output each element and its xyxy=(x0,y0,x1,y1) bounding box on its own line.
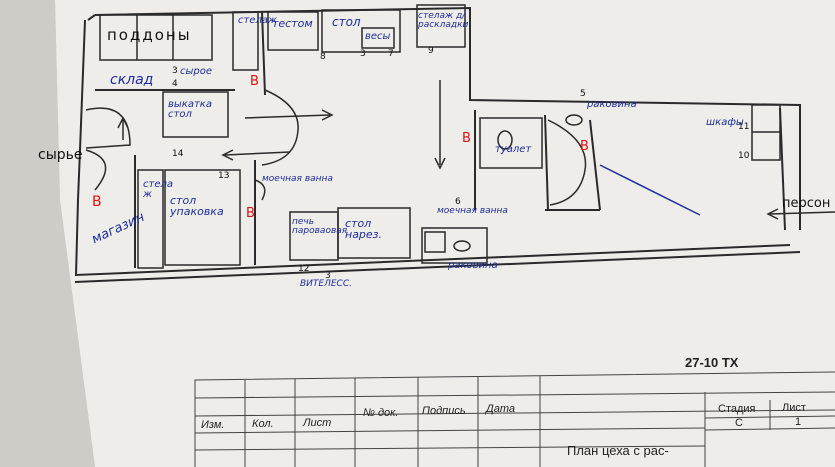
label-proofing: ВИТЕЛЕСС. xyxy=(300,279,352,289)
label-wash-bath-2: моечная ванна xyxy=(437,206,508,216)
header-sheet: Лист xyxy=(303,417,332,429)
num-8: 8 xyxy=(320,52,326,62)
label-raw-material-room: сырье xyxy=(38,147,83,163)
label-oven: печь пароваовая xyxy=(292,217,348,236)
doors xyxy=(85,89,587,206)
num-13: 13 xyxy=(218,171,230,181)
header-quantity: Кол. xyxy=(252,418,274,430)
plan-title: План цеха с рас- xyxy=(567,443,669,458)
label-rack-vertical: стела ж xyxy=(143,180,173,200)
sheet-value: 1 xyxy=(795,416,802,428)
label-rolling-table: выкатка стол xyxy=(168,99,212,120)
label-scales: весы xyxy=(365,31,391,42)
drawing-code: 27-10 ТХ xyxy=(685,355,739,370)
stage-value: С xyxy=(735,417,743,429)
label-raw-small: сырое xyxy=(180,66,213,77)
num-5-sink: 5 xyxy=(580,89,586,99)
label-cabinet: шкафы xyxy=(706,117,744,128)
label-table-scales: стол xyxy=(332,15,361,29)
label-rack-top: стелаж xyxy=(238,15,278,26)
num-7: 7 xyxy=(388,49,394,59)
label-packing-table: стол упаковка xyxy=(170,194,224,218)
mark-b-1: В xyxy=(250,74,259,89)
label-warehouse: склад xyxy=(110,72,154,88)
label-rack-packing: стелаж д/раскладки xyxy=(418,11,469,30)
header-date: Дата xyxy=(486,403,516,415)
mark-b-4: В xyxy=(92,194,102,210)
num-3-mid: 3 xyxy=(360,49,366,59)
label-personnel: персон xyxy=(782,196,831,211)
label-pallets: поддоны xyxy=(107,26,192,44)
mark-b-3: В xyxy=(580,139,589,154)
num-3-bottom: 3 xyxy=(325,271,331,281)
num-4: 4 xyxy=(172,79,178,89)
equipment-outlines xyxy=(99,4,781,269)
paper-shadow-left xyxy=(0,0,95,467)
sheet-label: Лист xyxy=(782,402,806,414)
label-cutting-table: стол нарез. xyxy=(345,217,383,241)
flow-arrows xyxy=(117,80,835,220)
num-3-top: 3 xyxy=(172,66,178,76)
label-wash-bath: моечная ванна xyxy=(262,174,333,184)
label-dough-machine: тестом xyxy=(272,17,313,30)
header-signature: Подпись xyxy=(422,405,466,417)
mark-b-5: В xyxy=(246,206,255,221)
mark-b-2: В xyxy=(462,131,471,146)
label-sink-top: раковина xyxy=(587,99,637,110)
label-sink-bottom: раковина xyxy=(448,260,498,271)
label-toilet: туалет xyxy=(495,144,532,155)
stage-label: Стадия xyxy=(718,403,756,415)
num-14: 14 xyxy=(172,149,184,159)
num-12: 12 xyxy=(298,264,310,274)
header-doc-number: № док. xyxy=(363,407,399,419)
num-6: 6 xyxy=(455,197,461,207)
num-10: 10 xyxy=(738,151,750,161)
num-11: 11 xyxy=(738,122,750,132)
header-change: Изм. xyxy=(201,419,225,431)
title-block-lines xyxy=(194,371,835,467)
num-9: 9 xyxy=(428,46,434,56)
